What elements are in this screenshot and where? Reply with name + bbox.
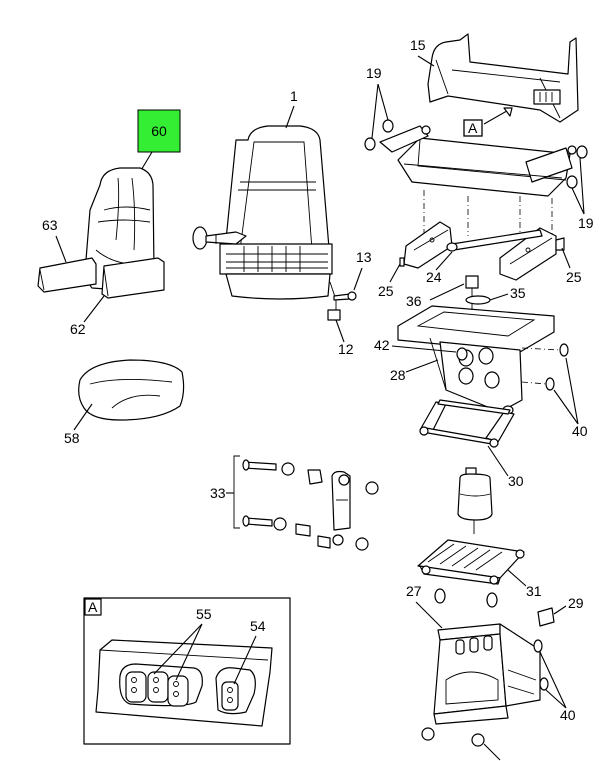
seat-bracket-15[interactable]	[427, 33, 579, 123]
leader-31	[507, 569, 527, 587]
callout-27: 27	[406, 583, 422, 599]
leader-35	[489, 293, 509, 301]
callout-54: 54	[250, 618, 266, 634]
callout-58: 58	[64, 430, 80, 446]
leader-55	[153, 623, 203, 681]
air-spring[interactable]	[457, 467, 493, 534]
base-housing-27[interactable]	[421, 588, 541, 747]
leader-62	[83, 295, 105, 323]
leader-58	[73, 403, 93, 431]
callout-13: 13	[356, 249, 372, 265]
washer-35[interactable]	[465, 295, 491, 305]
leader-19-right	[571, 157, 585, 215]
callout-28: 28	[390, 367, 406, 383]
callout-15: 15	[410, 37, 426, 53]
washer-40-lower[interactable]	[533, 639, 549, 691]
alignment-lines-upper	[423, 190, 553, 236]
callout-1: 1	[290, 88, 298, 104]
shock-absorber-kit-33[interactable]	[233, 455, 379, 551]
callout-36: 36	[406, 293, 422, 309]
washer-19-left[interactable]	[364, 119, 394, 151]
leader-bottom	[483, 743, 501, 761]
callout-24: 24	[426, 269, 442, 285]
leader-25-left	[389, 263, 401, 283]
view-A-label: A	[468, 120, 478, 136]
view-A-reference[interactable]: A	[463, 107, 513, 137]
callout-40-upper: 40	[572, 423, 588, 439]
callout-25-left: 25	[378, 283, 394, 299]
washer-40-upper[interactable]	[545, 343, 569, 391]
callout-19-top: 19	[366, 65, 382, 81]
leader-30	[487, 445, 509, 477]
slide-rail-assembly[interactable]	[379, 125, 577, 197]
callout-42: 42	[374, 337, 390, 353]
seat-frame[interactable]	[192, 125, 341, 321]
callout-62: 62	[70, 321, 86, 337]
callout-63: 63	[42, 217, 58, 233]
callout-55: 55	[196, 606, 212, 622]
leader-19-top	[371, 83, 389, 139]
alignment-lines-housing	[521, 347, 561, 385]
leader-1	[285, 105, 295, 129]
release-bar-24[interactable]	[446, 229, 543, 252]
scissor-link-30[interactable]	[419, 399, 515, 448]
callout-35: 35	[510, 285, 526, 301]
leader-36	[429, 283, 465, 301]
leader-29	[553, 605, 567, 615]
callout-30: 30	[508, 473, 524, 489]
leader-42	[391, 345, 457, 353]
bushing-42[interactable]	[456, 347, 468, 361]
leader-54	[233, 635, 257, 685]
leader-28	[405, 359, 439, 373]
callout-33: 33	[210, 485, 226, 501]
leader-25-right	[561, 247, 571, 269]
leader-15	[417, 55, 435, 67]
callout-31: 31	[526, 583, 542, 599]
lower-rail-right[interactable]	[499, 227, 565, 281]
seat-cushion[interactable]	[78, 359, 185, 421]
callout-60-label: 60	[151, 123, 167, 139]
armrest-left[interactable]	[37, 257, 97, 293]
callout-40-lower: 40	[560, 707, 576, 723]
upper-housing-28[interactable]	[397, 305, 555, 415]
leader-27	[415, 601, 443, 629]
inset-A-label: A	[88, 599, 98, 615]
leader-12	[335, 319, 345, 343]
leader-24	[435, 251, 453, 271]
callout-19-right: 19	[578, 215, 594, 231]
callout-29: 29	[568, 595, 584, 611]
callout-25-right: 25	[566, 269, 582, 285]
leader-13	[353, 267, 363, 291]
inset-view-A[interactable]: A	[83, 597, 291, 745]
bolt-13[interactable]	[333, 291, 357, 301]
callout-12: 12	[338, 341, 354, 357]
clip-29[interactable]	[537, 607, 555, 627]
leader-40-upper	[553, 357, 579, 425]
callout-60-highlight[interactable]: 60	[137, 109, 181, 153]
lower-scissor-31[interactable]	[417, 539, 525, 585]
leader-63	[55, 235, 67, 263]
washer-19-right[interactable]	[566, 145, 588, 189]
armrest-right[interactable]	[101, 257, 165, 299]
leader-40-lower	[539, 651, 567, 709]
